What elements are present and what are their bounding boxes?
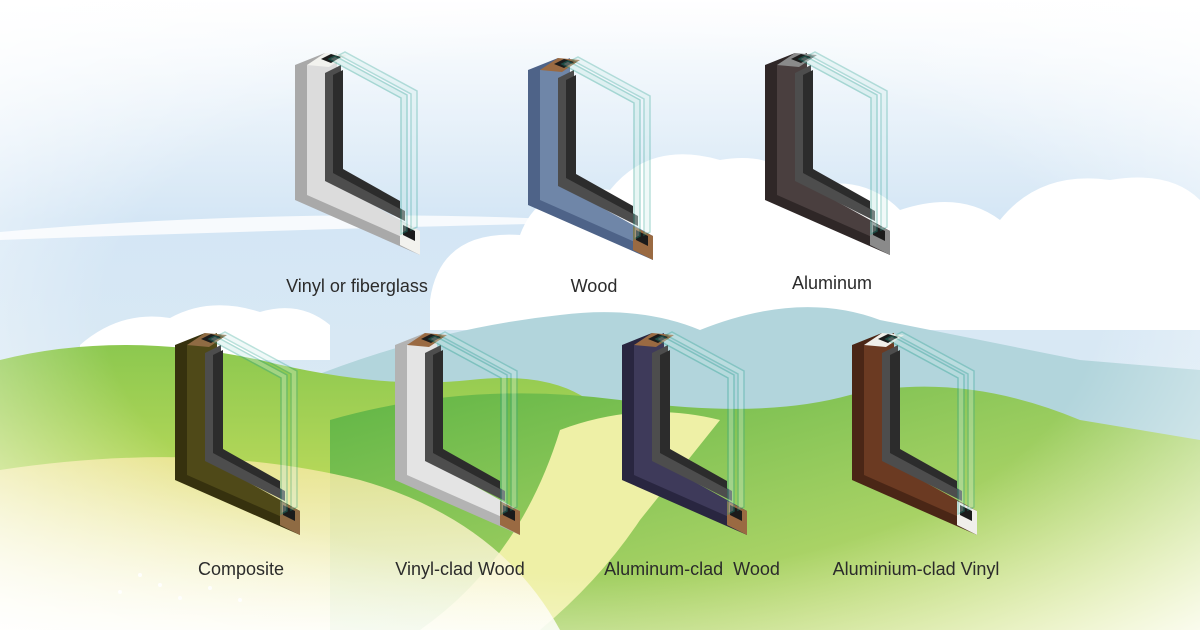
window-cross-section-6	[622, 325, 792, 540]
window-frame-illustration	[395, 331, 520, 535]
window-frame-illustration	[765, 51, 890, 255]
window-type-label: Aluminum	[791, 273, 873, 293]
spacer-seal-bottom	[403, 225, 415, 241]
glass-pane-outer	[217, 331, 298, 512]
window-type-label: Composite	[197, 559, 285, 579]
glass-pane-inner	[427, 335, 508, 516]
frame-inner-shadow	[433, 350, 500, 489]
spacer-seal-bottom	[283, 505, 295, 521]
spacer-seal-top	[791, 54, 811, 63]
window-cross-section-7	[852, 325, 1022, 540]
window-type-label: Vinyl or fiberglass	[286, 276, 428, 296]
frame-inner-shadow	[566, 75, 633, 214]
frame-channel	[882, 345, 962, 501]
spacer-seal-bottom	[730, 505, 742, 521]
glass-pane-inner	[884, 335, 965, 516]
glass-pane-outer	[337, 51, 418, 232]
frame-inner-shadow	[803, 70, 870, 209]
frame-channel	[325, 65, 405, 221]
glass-pane-inner	[327, 55, 408, 236]
frame-side	[528, 58, 653, 260]
frame-channel	[795, 65, 875, 221]
glass-pane-outer	[437, 331, 518, 512]
frame-side	[395, 333, 520, 535]
spacer-seal-bottom	[503, 505, 515, 521]
spacer-seal-top	[878, 334, 898, 343]
window-type-label: Wood	[570, 276, 618, 296]
frame-channel	[652, 345, 732, 501]
spacer-seal-top	[421, 334, 441, 343]
frame-channel	[558, 70, 638, 226]
glass-pane-inner	[654, 335, 735, 516]
frame-side	[175, 333, 300, 535]
window-frame-illustration	[295, 51, 420, 255]
spacer-seal-bottom	[873, 225, 885, 241]
window-frame-illustration	[528, 56, 653, 260]
window-cross-section-1	[295, 45, 465, 260]
spacer-seal-top	[201, 334, 221, 343]
spacer-seal-top	[554, 59, 574, 68]
frame-side	[852, 333, 977, 535]
window-frame-illustration	[175, 331, 300, 535]
window-cross-section-3	[765, 45, 935, 260]
window-frame-illustration	[622, 331, 747, 535]
window-type-label: Vinyl-clad Wood	[395, 559, 525, 579]
glass-pane-outer	[807, 51, 888, 232]
glass-pane-inner	[797, 55, 878, 236]
frame-inner-shadow	[213, 350, 280, 489]
glass-pane-inner	[207, 335, 288, 516]
window-type-label: Aluminium-clad Vinyl	[832, 559, 1000, 579]
frame-inner-shadow	[890, 350, 957, 489]
spacer-seal-bottom	[636, 230, 648, 246]
frame-side	[622, 333, 747, 535]
window-cross-section-4	[175, 325, 345, 540]
glass-pane-inner	[560, 60, 641, 241]
frame-channel	[425, 345, 505, 501]
frame-inner-shadow	[660, 350, 727, 489]
spacer-seal-top	[648, 334, 668, 343]
frame-side	[295, 53, 420, 255]
frame-channel	[205, 345, 285, 501]
glass-pane-outer	[570, 56, 651, 237]
window-cross-section-5	[395, 325, 565, 540]
spacer-seal-top	[321, 54, 341, 63]
spacer-seal-bottom	[960, 505, 972, 521]
window-frame-illustration	[852, 331, 977, 535]
glass-pane-outer	[664, 331, 745, 512]
window-cross-section-2	[528, 50, 698, 265]
window-type-label: Aluminum-clad Wood	[604, 559, 780, 579]
frame-inner-shadow	[333, 70, 400, 209]
frame-side	[765, 53, 890, 255]
glass-pane-outer	[894, 331, 975, 512]
